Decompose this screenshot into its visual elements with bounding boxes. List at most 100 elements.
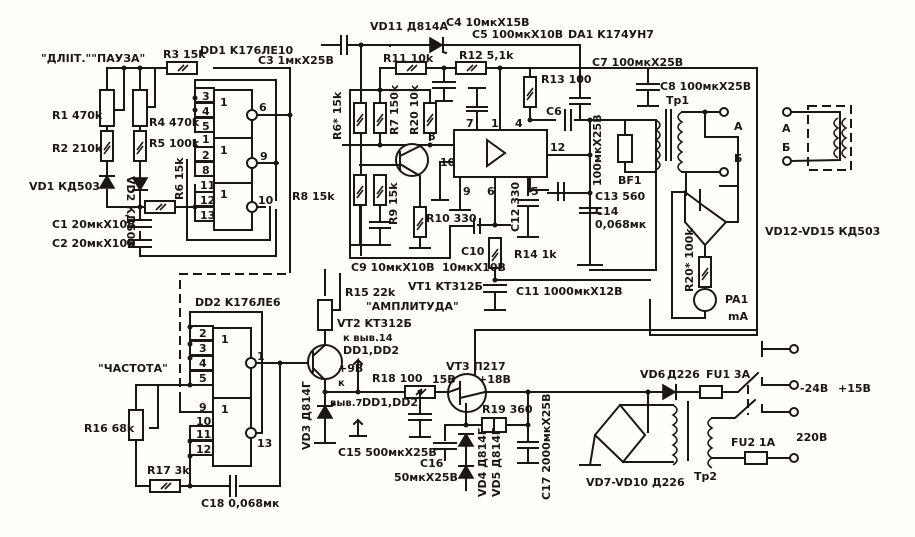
r3-resistor [166, 61, 198, 75]
c5-capacitor [466, 87, 488, 131]
label-c1: C1 20мкX10B [52, 218, 136, 231]
label-r17: R17 3k [147, 464, 190, 477]
dd1-pin-12: 12 [200, 194, 215, 207]
bf1-speaker [617, 134, 633, 163]
label-c16: C16 [420, 457, 444, 470]
output-coil [833, 117, 848, 159]
label-r20: R20 10k [408, 84, 421, 135]
vd12-vd15-bridge [684, 190, 728, 247]
label-vd5: VD5 Д814Г [490, 428, 503, 497]
label-r9: R9 15k [387, 182, 400, 225]
label-c8: C8 100мкX25B [660, 80, 751, 93]
label-r6: R6 15k [173, 157, 186, 200]
label-c7: C7 100мкX25B [592, 56, 683, 69]
label-c17: C17 2000мкX25B [540, 394, 553, 500]
c18-capacitor [229, 475, 237, 497]
label-b: Б [734, 152, 742, 165]
tr2-primary-coil [707, 417, 714, 469]
label-k-vyv14: к выв.14 [343, 333, 393, 344]
label-dlit-pauza: "ДЛIIТ.""ПАУЗА" [41, 52, 145, 65]
label-c18: C18 0,068мк [201, 497, 280, 510]
label-fu1: FU1 3A [706, 368, 751, 381]
dd2-pin-12: 12 [196, 443, 211, 456]
label-c6: C6 [546, 105, 562, 118]
label-r15: R15 22k [345, 286, 396, 299]
label-r1: R1 470k [52, 109, 103, 122]
r6-star-resistor [353, 102, 367, 134]
vt1-transistor [395, 143, 429, 177]
label-tr1: Tp1 [666, 94, 689, 107]
label-tr2: Tp2 [694, 470, 717, 483]
vd6-diode [662, 383, 677, 401]
label-dd1dd2-b: DD1,DD2 [362, 396, 418, 409]
label-r5: R5 100k [149, 137, 200, 150]
label-r19: R19 360 [482, 403, 533, 416]
dd1-gate-2: 1 [220, 144, 228, 157]
r5-resistor [133, 130, 147, 162]
label-c11: C11 1000мкX12B [516, 285, 622, 298]
dd2-block [128, 311, 311, 497]
c8-capacitor [636, 67, 660, 107]
dd1-pin-11: 11 [200, 179, 215, 192]
tr1-core [665, 109, 672, 161]
label-r20-star: R20* 100k [683, 228, 696, 292]
label-r6-star: R6* 15k [331, 91, 344, 140]
vd5-zener [457, 464, 475, 479]
r6-resistor [144, 200, 176, 214]
vd4-zener [457, 432, 475, 447]
c15-capacitor [408, 391, 432, 438]
label-15v: 15B [432, 373, 456, 386]
tr1-coil [677, 111, 684, 173]
dd2-pin-1: 1 [257, 350, 265, 363]
tr2-secondary-coil [671, 404, 678, 466]
da1-pin-6: 6 [487, 185, 495, 198]
dd1-pin-9: 9 [260, 150, 268, 163]
terminal-a2 [782, 107, 792, 117]
label-vd3: VD3 Д814Г [300, 381, 313, 450]
dd2-pin-10: 10 [196, 415, 212, 428]
label-chastota: "ЧАСТОТА" [98, 362, 168, 375]
da1-pin-4: 4 [515, 117, 523, 130]
r10-resistor [413, 206, 427, 238]
label-k: к [338, 378, 345, 389]
dd1-pin-10: 10 [258, 194, 274, 207]
label-vd12-vd15: VD12-VD15 КД503 [765, 225, 880, 238]
label-d226: Д226 [667, 368, 700, 381]
label-c14: C14 [595, 205, 619, 218]
r15-potentiometer [317, 299, 333, 331]
label-r8: R8 15k [292, 190, 335, 203]
label-c-100: 100мкX25B [591, 114, 604, 186]
vd11-zener [429, 36, 444, 54]
r17-resistor [149, 479, 181, 493]
label-vd4: VD4 Д814Г [476, 428, 489, 497]
da1-pin-7: 7 [466, 117, 474, 130]
label-r3: R3 15k [163, 48, 206, 61]
dd1-pin-13: 13 [200, 209, 215, 222]
label-dd2: DD2 K176ЛЕ6 [195, 296, 281, 309]
label-c4: C4 10мкX15B [446, 16, 530, 29]
dd1-pin-4: 4 [202, 105, 210, 118]
label-b2: Б [782, 141, 790, 154]
da1-pin-8: 8 [428, 130, 436, 143]
amplifier-block [321, 35, 651, 311]
c16-capacitor [433, 424, 501, 461]
dd1-chip [213, 89, 253, 231]
dd2-pin-2: 2 [199, 327, 207, 340]
dd1-pin-5: 5 [202, 120, 210, 133]
r4-potentiometer [132, 89, 148, 127]
label-plus15v: +15B [838, 382, 871, 395]
fu1-fuse [699, 385, 723, 399]
dd1-pin-3: 3 [202, 90, 210, 103]
c1-c2-capacitors [128, 219, 152, 248]
label-a2: A [782, 122, 791, 135]
label-c12: C12 330 [509, 181, 522, 232]
c11-capacitor [483, 267, 651, 311]
dd2-pin-3: 3 [199, 342, 207, 355]
r9-resistor [373, 174, 387, 206]
label-bf1: BF1 [618, 174, 642, 187]
c7-capacitor [569, 97, 591, 121]
bf1-coil [654, 119, 661, 171]
label-plus9v: +9B [338, 362, 363, 375]
r7-resistor [373, 102, 387, 134]
terminal-b [719, 167, 729, 177]
